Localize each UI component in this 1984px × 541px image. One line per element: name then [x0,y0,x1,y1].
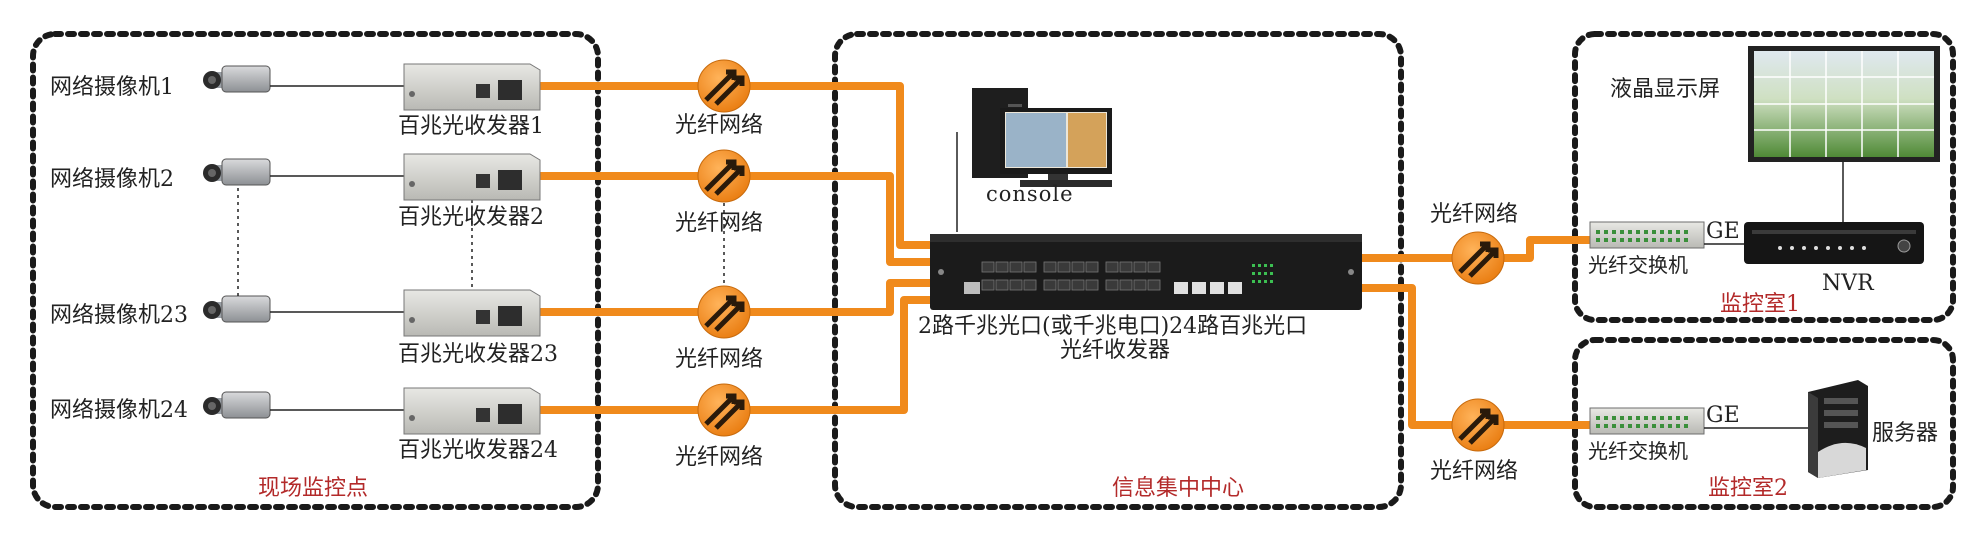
zone-room1 [1572,31,1956,323]
central-device-label-line2: 光纤收发器 [1060,338,1170,363]
fiber-switch-room2[interactable] [1589,407,1705,435]
transceiver-2[interactable] [403,153,541,201]
camera-label-23: 网络摄像机23 [50,303,188,328]
ge-label-room2: GE [1706,403,1740,428]
fiber-label-24: 光纤网络 [675,445,763,470]
transceiver-label-24: 百兆光收发器24 [398,438,558,463]
fiber-cloud-icon-2 [697,149,751,203]
console-label: console [986,182,1074,206]
camera-wires [237,85,725,411]
fiber-label-room2: 光纤网络 [1430,459,1518,484]
transceiver-label-2: 百兆光收发器2 [398,205,544,230]
camera-label-24: 网络摄像机24 [50,398,188,423]
camera-label-2: 网络摄像机2 [50,167,174,192]
zone-center-title: 信息集中中心 [1112,476,1244,501]
fiber-label-2: 光纤网络 [675,211,763,236]
camera-label-1: 网络摄像机1 [50,75,174,100]
fiber-line-room1 [1362,236,1590,262]
fiber-switch-room2-label: 光纤交换机 [1588,439,1688,463]
transceiver-label-23: 百兆光收发器23 [398,342,558,367]
zone-field-title: 现场监控点 [258,476,368,501]
fiber-cloud-icon-23 [697,285,751,339]
transceiver-23[interactable] [403,289,541,337]
fiber-label-1: 光纤网络 [675,113,763,138]
zone-field [30,31,601,510]
camera-24[interactable] [203,391,271,419]
fiber-cloud-icon-24 [697,383,751,437]
console-computer[interactable] [956,88,1112,232]
fiber-label-room1: 光纤网络 [1430,202,1518,227]
fiber-cloud-icon-room1 [1451,231,1505,285]
nvr-label: NVR [1822,271,1875,296]
camera-1[interactable] [203,65,271,93]
transceiver-1[interactable] [403,63,541,111]
fiber-label-23: 光纤网络 [675,347,763,372]
camera-2[interactable] [203,158,271,186]
fiber-cloud-icon-1 [697,59,751,113]
fiber-cloud-icon-room2 [1451,398,1505,452]
central-device-label-line1: 2路千兆光口(或千兆电口)24路百兆光口 [918,314,1307,339]
server-tower[interactable] [1808,380,1868,478]
nvr-device[interactable] [1744,222,1924,264]
central-fiber-transceiver[interactable] [930,234,1362,310]
lcd-display-label: 液晶显示屏 [1610,77,1720,102]
server-label: 服务器 [1872,421,1938,446]
fiber-switch-room1[interactable] [1589,221,1705,249]
zone-room2-title: 监控室2 [1708,476,1788,501]
zone-room1-title: 监控室1 [1720,292,1800,317]
transceiver-24[interactable] [403,387,541,435]
transceiver-label-1: 百兆光收发器1 [398,114,544,139]
camera-23[interactable] [203,295,271,323]
zone-center [832,31,1404,510]
ge-label-room1: GE [1706,219,1740,244]
lcd-display-wall[interactable] [1748,46,1940,162]
fiber-switch-room1-label: 光纤交换机 [1588,253,1688,277]
